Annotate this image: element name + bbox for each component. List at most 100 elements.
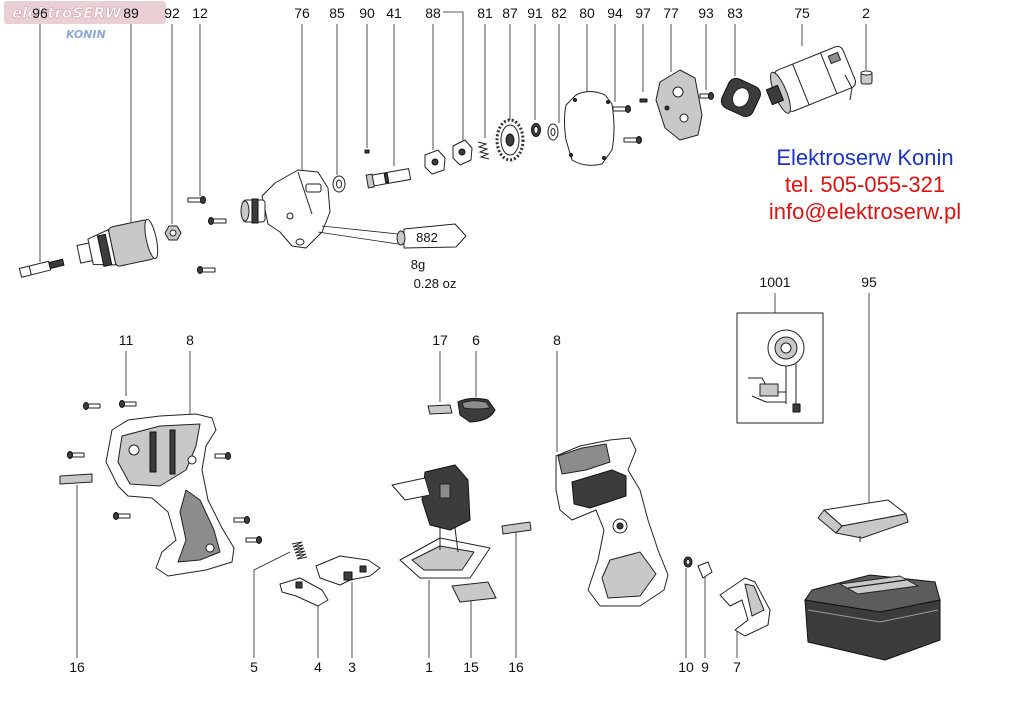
- bit-holder-part: [18, 258, 65, 278]
- belt-clip-face: [744, 583, 765, 617]
- screw-shank: [71, 452, 85, 458]
- grease-leader-line: [321, 225, 399, 235]
- phone-number: tel. 505-055-321: [785, 172, 945, 197]
- battery-plate-part: [817, 499, 909, 542]
- thrust-washer-bore: [550, 128, 556, 136]
- screw: [214, 452, 231, 460]
- screw-head: [119, 400, 125, 408]
- screw: [208, 217, 227, 225]
- callout-16-right: 16: [501, 521, 532, 675]
- screw-head: [200, 196, 206, 204]
- callout-90: 90: [359, 5, 375, 154]
- part-label-83: 83: [727, 5, 743, 21]
- screw: [187, 196, 206, 204]
- kit-terminal: [792, 403, 801, 413]
- screw-head: [83, 402, 89, 410]
- callout-93: 93: [698, 5, 714, 100]
- callout-85: 85: [329, 5, 346, 193]
- housing-right-nose: [557, 443, 611, 475]
- housing-left-boss: [187, 455, 197, 465]
- part-label-88: 88: [425, 5, 441, 21]
- part-label-80: 80: [579, 5, 595, 21]
- part-label-1: 1: [425, 659, 433, 675]
- battery-pack: [804, 574, 941, 661]
- switch-trigger: [391, 477, 431, 501]
- part-label-89: 89: [123, 5, 139, 21]
- screw: [113, 512, 131, 520]
- leader-line-5: [253, 551, 291, 658]
- kit-frame: [736, 312, 824, 424]
- callout-92: 92: [164, 5, 182, 241]
- screw: [83, 402, 101, 410]
- switch-wire: [454, 527, 459, 553]
- motor-terminal: [827, 51, 842, 65]
- housing-left-boss: [205, 543, 215, 553]
- callout-8-left: 8: [105, 332, 235, 577]
- part-label-90: 90: [359, 5, 375, 21]
- screw: [119, 400, 137, 408]
- screw-shank: [623, 137, 639, 143]
- slide-switch-knob: [359, 565, 367, 573]
- compression-spring-part: [291, 541, 308, 560]
- screw: [245, 536, 262, 544]
- callout-4: 4: [279, 577, 329, 675]
- part-label-16: 16: [508, 659, 524, 675]
- part-label-85: 85: [329, 5, 345, 21]
- housing-right-half-part: [555, 437, 669, 607]
- gear-housing-nose-face: [240, 200, 250, 222]
- screw-head: [197, 266, 203, 274]
- housing-left-half-part: [105, 413, 235, 577]
- callout-80: 80: [564, 5, 615, 166]
- housing-left-boss: [128, 444, 140, 456]
- sticker-part: [427, 404, 453, 415]
- watermark-city: KONIN: [66, 28, 106, 41]
- gearbox-plate-part: [655, 69, 703, 141]
- battery-edge-highlight: [807, 609, 881, 623]
- email-address: info@elektroserw.pl: [769, 199, 961, 224]
- housing-left-rib: [169, 429, 176, 475]
- callout-75: 75: [765, 5, 857, 114]
- bearing-holder-bore: [732, 87, 750, 108]
- callout-83: 83: [720, 5, 761, 117]
- part-label-77: 77: [663, 5, 679, 21]
- bit-holder-groove: [28, 265, 32, 275]
- part-label-5: 5: [250, 659, 258, 675]
- spindle-part: [365, 168, 412, 189]
- battery-edge-highlight: [879, 609, 939, 623]
- part-label-3: 3: [348, 659, 356, 675]
- retaining-ring-bore: [533, 126, 539, 134]
- bit-holder-body: [18, 260, 52, 278]
- screw: [67, 451, 85, 459]
- grease-weight-ounces: 0.28 oz: [414, 276, 457, 291]
- grease-tube-cap: [396, 230, 406, 246]
- part-label-7: 7: [733, 659, 741, 675]
- gasket-hole: [606, 100, 610, 104]
- screw-shank: [612, 106, 628, 112]
- screw-head: [225, 452, 231, 460]
- grease-code: 882: [416, 230, 438, 245]
- spare-parts-kit-part: [736, 312, 824, 424]
- battery-plate-lip: [835, 513, 909, 539]
- chuck-rear: [144, 218, 159, 260]
- part-label-92: 92: [164, 5, 180, 21]
- bearing-holder-part: [720, 77, 761, 117]
- motor-part: [765, 45, 857, 114]
- callout-17: 17: [427, 332, 453, 415]
- callout-10: 10: [678, 556, 694, 675]
- gear-housing-lug: [295, 238, 305, 246]
- part-label-10: 10: [678, 659, 694, 675]
- callout-16-left: 16: [59, 473, 93, 675]
- screw: [233, 516, 250, 524]
- housing-right-boss-hole: [616, 522, 624, 530]
- gasket-hole: [602, 156, 606, 160]
- callout-81: 81: [477, 5, 493, 160]
- chuck-part: [76, 218, 159, 267]
- part-label-82: 82: [551, 5, 567, 21]
- belt-clip-part: [719, 577, 771, 637]
- gear-housing-hole: [286, 212, 294, 220]
- gasket-hole: [569, 153, 573, 157]
- switch-cover-top: [461, 400, 491, 410]
- part-label-94: 94: [607, 5, 623, 21]
- gear-housing-part: [240, 169, 331, 249]
- part-label-11: 11: [119, 332, 134, 348]
